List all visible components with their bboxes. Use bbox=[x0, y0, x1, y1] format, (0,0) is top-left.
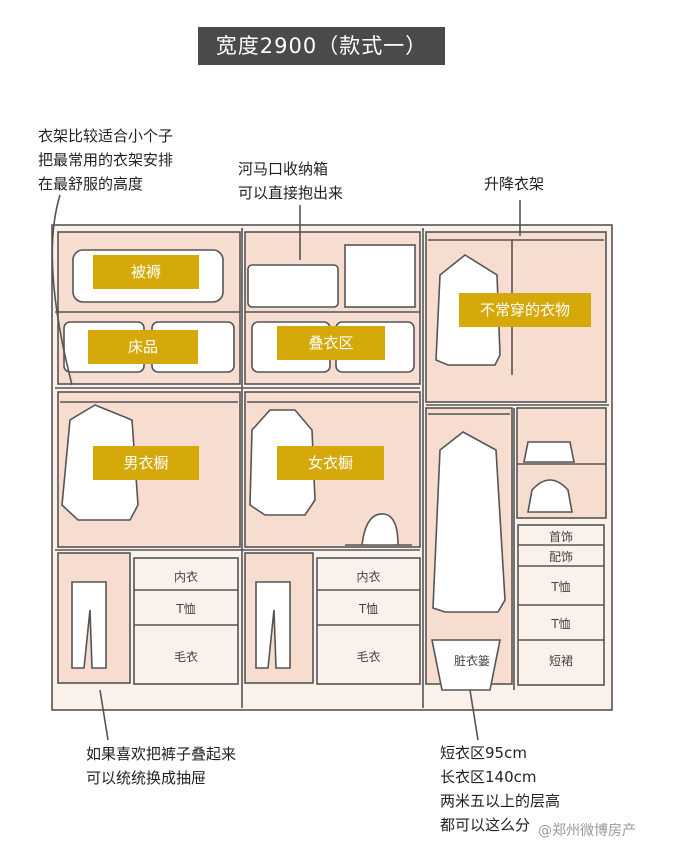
drawer-label: 配饰 bbox=[548, 550, 573, 564]
note-heights: 短衣区95cm 长衣区140cm 两米五以上的层高 都可以这么分 bbox=[440, 744, 561, 834]
pants-mid bbox=[255, 581, 291, 669]
drawer-label: 毛衣 bbox=[356, 650, 381, 664]
tag-rare-clothes: 不常穿的衣物 bbox=[459, 293, 591, 327]
pants-left bbox=[71, 581, 107, 669]
tag-quilt: 被褥 bbox=[93, 255, 199, 289]
bag-2 bbox=[527, 479, 573, 513]
drawer-label: T恤 bbox=[358, 602, 379, 616]
drawer-label: T恤 bbox=[176, 602, 196, 616]
note-lift-rack: 升降衣架 bbox=[484, 175, 545, 193]
note-hanger: 衣架比较适合小个子 把最常用的衣架安排 在最舒服的高度 bbox=[38, 127, 174, 193]
long-coat bbox=[432, 431, 506, 613]
bag-1 bbox=[523, 441, 575, 463]
drawer-label: 内衣 bbox=[173, 570, 198, 584]
drawer-label: 毛衣 bbox=[173, 650, 198, 664]
watermark: @郑州微博房产 bbox=[538, 823, 636, 839]
tag-bedding: 床品 bbox=[88, 330, 198, 364]
drawer-label: T恤 bbox=[551, 580, 571, 594]
drawer-label: T恤 bbox=[551, 617, 571, 631]
tag-mens: 男衣橱 bbox=[93, 446, 199, 480]
laundry-basket bbox=[431, 639, 501, 691]
basket-label: 脏衣篓 bbox=[453, 654, 490, 668]
drawer-label: 内衣 bbox=[356, 570, 381, 584]
tag-folding: 叠衣区 bbox=[277, 326, 385, 360]
drawer-label: 短裙 bbox=[548, 654, 573, 668]
note-storage-box: 河马口收纳箱 可以直接抱出来 bbox=[238, 160, 344, 202]
note-pants: 如果喜欢把裤子叠起来 可以统统换成抽屉 bbox=[86, 745, 237, 787]
hat bbox=[345, 513, 412, 546]
drawer-label: 首饰 bbox=[548, 530, 573, 544]
page-title: 宽度2900（款式一） bbox=[198, 27, 445, 65]
tag-womens: 女衣橱 bbox=[277, 446, 384, 480]
